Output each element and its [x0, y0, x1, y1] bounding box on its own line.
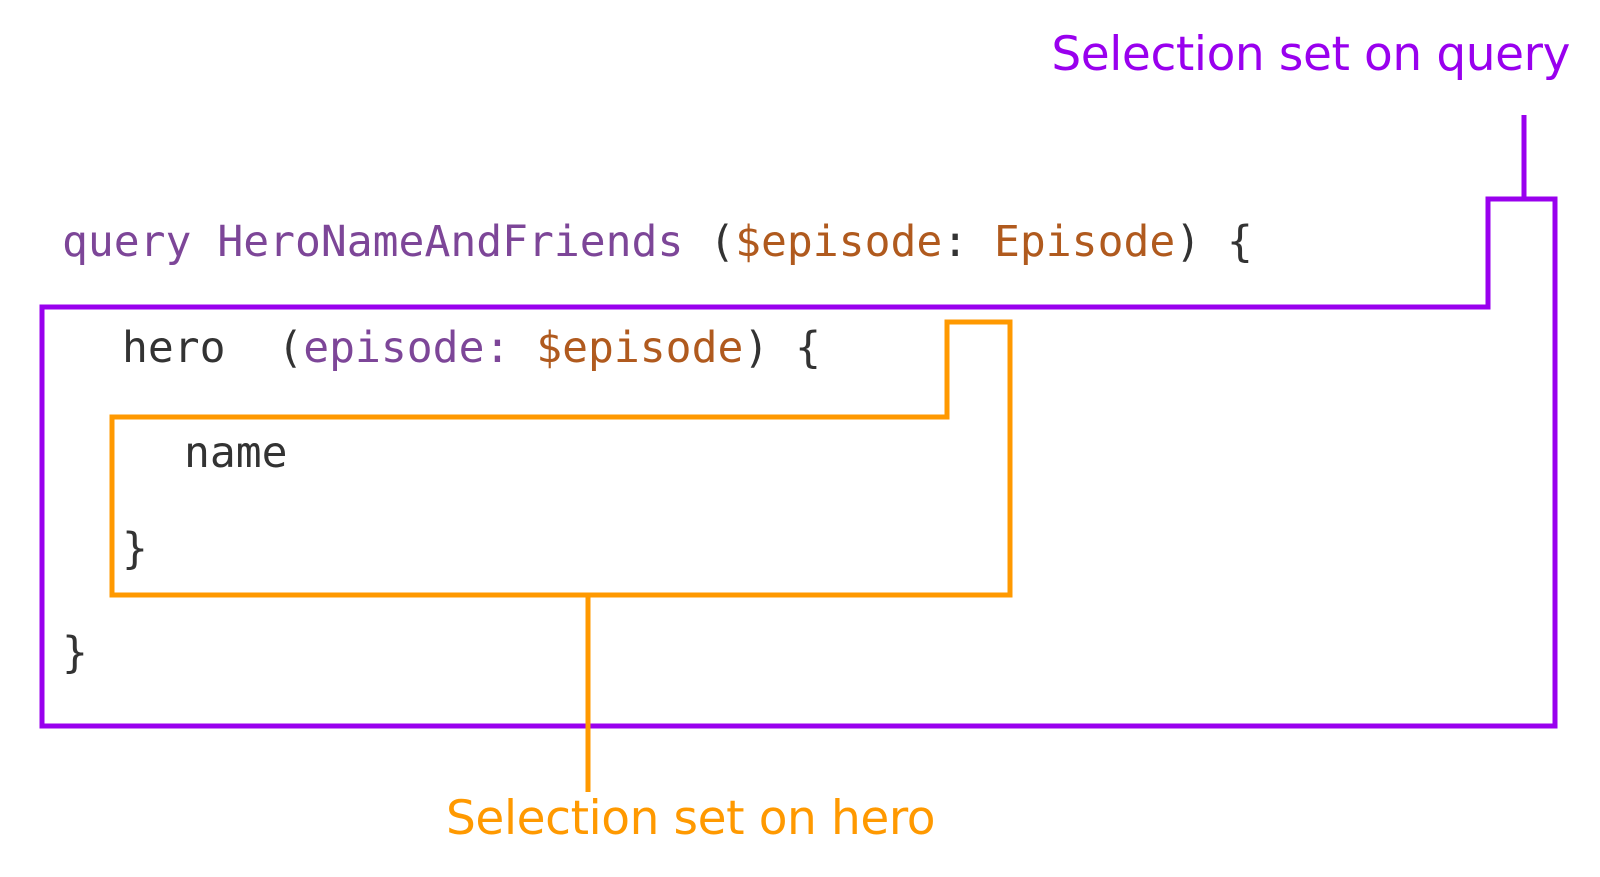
token-colon: : — [942, 217, 969, 267]
code-line-name: name — [184, 428, 288, 478]
token-gap-hero — [226, 323, 278, 373]
token-close-paren: ) — [1175, 217, 1202, 267]
token-type-episode: Episode — [994, 217, 1176, 267]
code-line-query: query HeroNameAndFriends ($episode: Epis… — [62, 221, 1253, 264]
annotation-label-selection-set-on-hero: Selection set on hero — [446, 791, 936, 846]
token-space-hero — [510, 323, 536, 373]
token-space — [683, 217, 709, 267]
token-open-paren: ( — [709, 217, 736, 267]
token-variable-episode: $episode — [735, 217, 943, 267]
code-line-close-brace-hero: } — [122, 524, 148, 574]
token-open-brace-hero: { — [795, 323, 822, 373]
code-line-hero: hero (episode: $episode) { — [122, 327, 821, 370]
token-gap2-hero — [769, 323, 795, 373]
token-open-paren-hero: ( — [277, 323, 304, 373]
token-field-hero: hero — [122, 323, 226, 373]
token-variable-episode-hero: $episode — [536, 323, 744, 373]
annotation-label-selection-set-on-query: Selection set on query — [1051, 27, 1570, 82]
token-operation-name: HeroNameAndFriends — [217, 217, 684, 267]
code-line-close-brace-query: } — [62, 628, 88, 678]
token-space-2 — [968, 217, 994, 267]
token-open-brace-query: { — [1227, 217, 1253, 267]
token-close-paren-hero: ) — [743, 323, 770, 373]
token-keyword-query: query — [62, 217, 218, 267]
token-argument-episode: episode: — [303, 323, 511, 373]
token-gap — [1201, 217, 1227, 267]
